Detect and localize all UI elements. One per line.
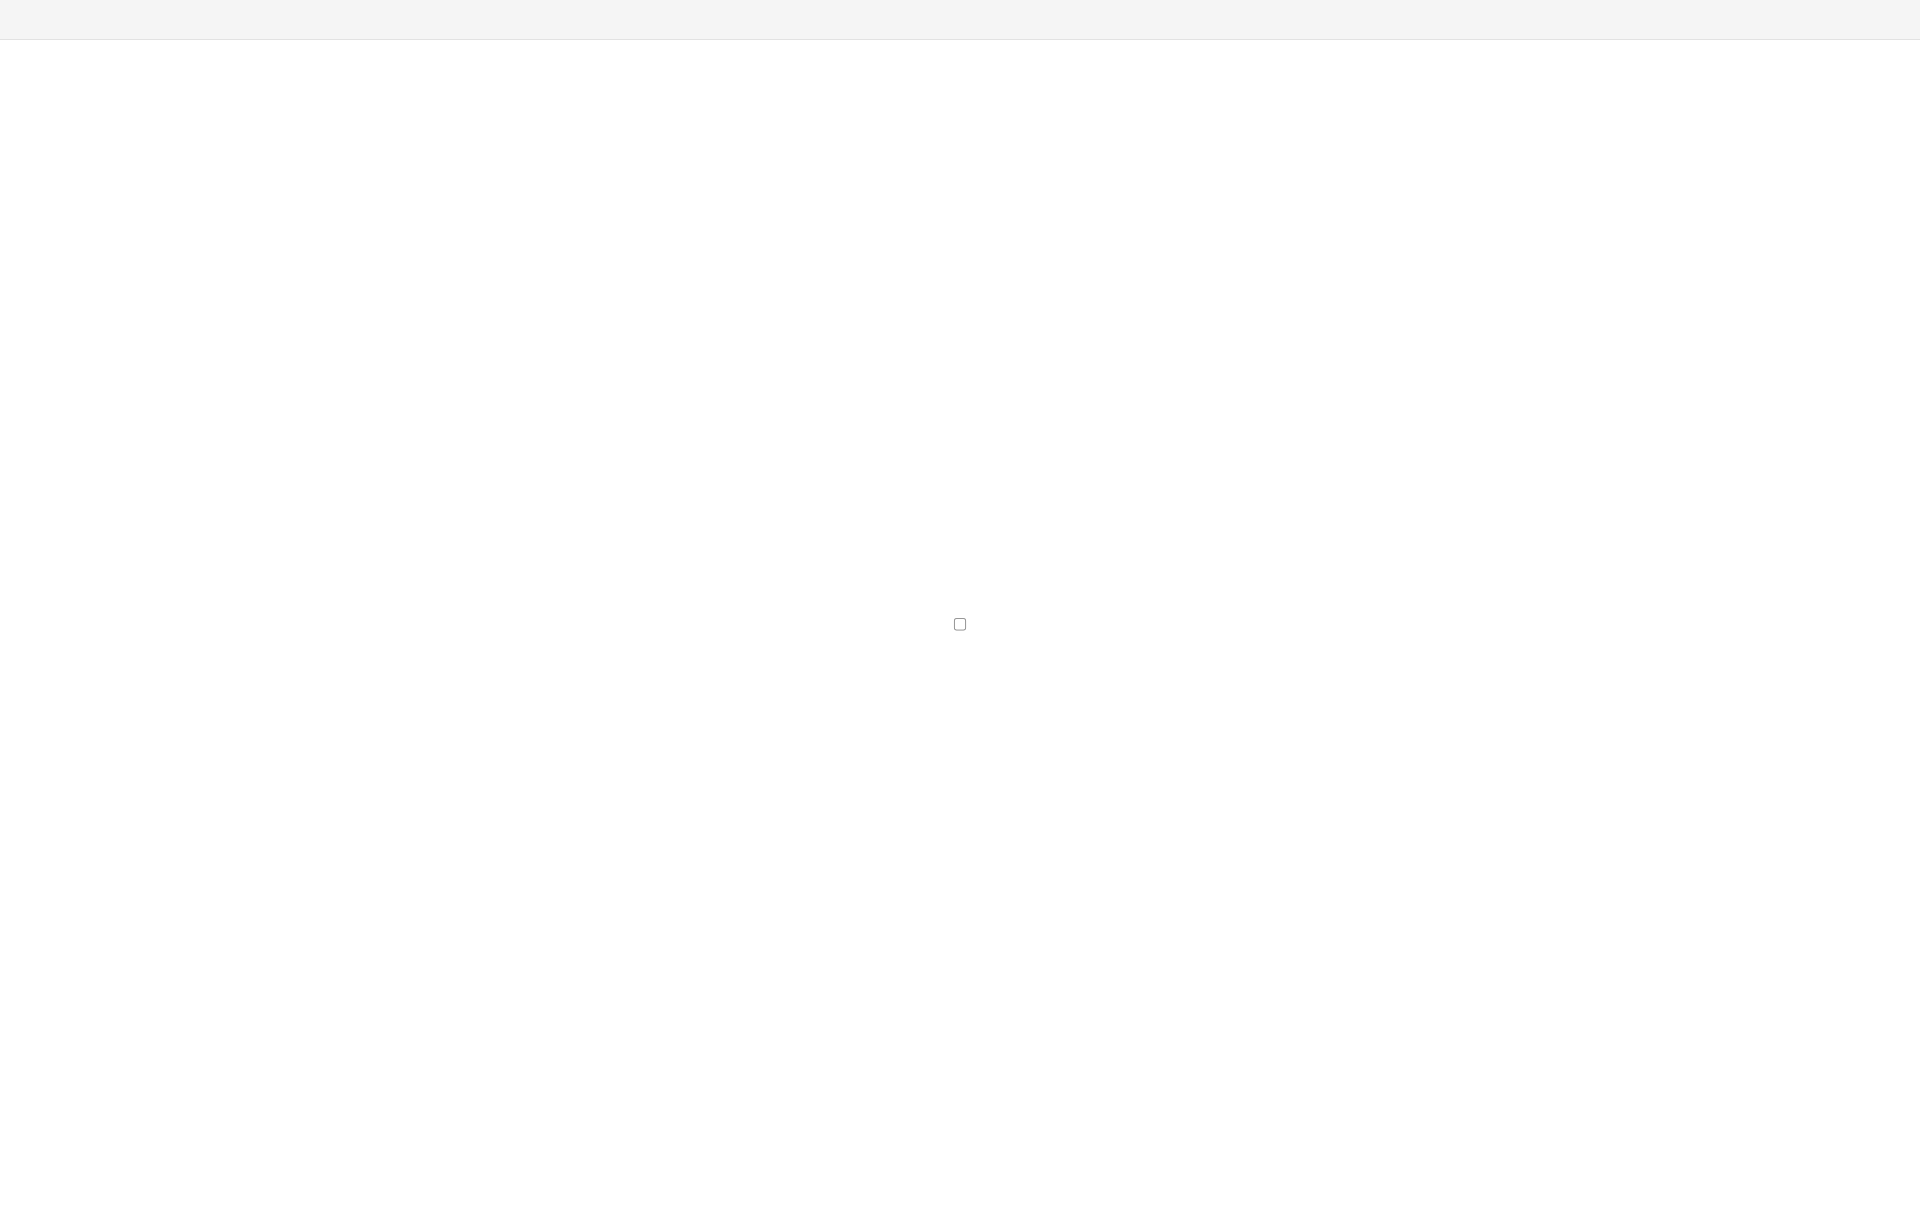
main-content: ▢ xyxy=(0,40,1920,1205)
title-bar xyxy=(0,0,1920,40)
empty-canvas: ▢ xyxy=(952,613,968,632)
